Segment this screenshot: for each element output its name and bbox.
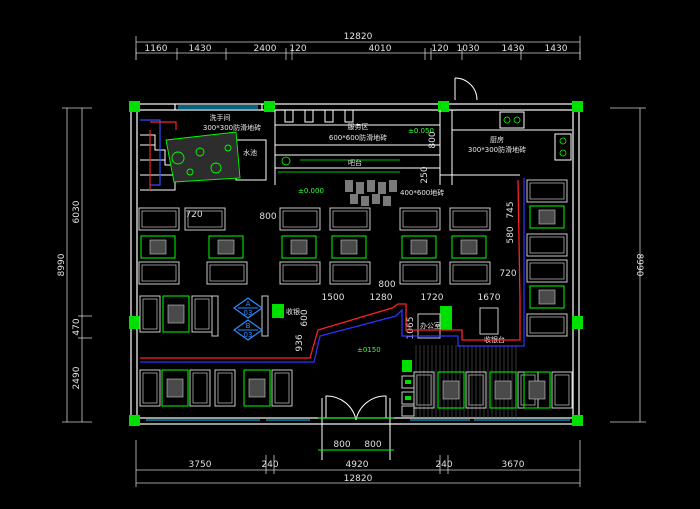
dim-interior-13: 600 bbox=[300, 309, 310, 326]
dim-bottom-1: 3750 bbox=[189, 460, 212, 470]
dim-left-total: 8990 bbox=[57, 253, 67, 276]
label-washroom: 洗手间 bbox=[210, 113, 231, 122]
zone-line-blue bbox=[140, 178, 525, 363]
water-feature bbox=[165, 131, 241, 183]
tile-pattern bbox=[345, 180, 397, 206]
dim-top-total: 12820 bbox=[344, 32, 373, 42]
register-counters bbox=[272, 304, 499, 372]
dim-interior-9: 1500 bbox=[322, 293, 345, 303]
dining-group-3 bbox=[399, 207, 491, 285]
label-bar: 吧台 bbox=[348, 158, 362, 167]
zone-outline-left-red bbox=[149, 121, 177, 190]
dim-top-7: 1030 bbox=[457, 44, 480, 54]
dining-group-2 bbox=[279, 207, 371, 285]
dim-top-2: 1430 bbox=[189, 44, 212, 54]
entrance-seats-detail bbox=[405, 380, 411, 400]
dim-top-4: 120 bbox=[289, 44, 306, 54]
service-counter bbox=[274, 109, 441, 185]
section-mark-a-top: A bbox=[246, 300, 251, 308]
section-mark-b-bottom: 03 bbox=[244, 331, 253, 339]
dim-right-total: 8990 bbox=[634, 254, 644, 277]
dim-bottom-4: 240 bbox=[435, 460, 452, 470]
dim-left-3: 2490 bbox=[72, 366, 82, 389]
dim-interior-5: 580 bbox=[506, 226, 516, 243]
dim-interior-17: 800 bbox=[364, 440, 381, 450]
dining-group-left-mid bbox=[139, 295, 213, 333]
label-kitchen: 厨房 bbox=[490, 135, 504, 144]
left-dimension bbox=[62, 107, 92, 423]
dining-group-bottom-left bbox=[139, 369, 293, 407]
dim-interior-3: 250 bbox=[420, 166, 430, 183]
dim-top-3: 2400 bbox=[254, 44, 277, 54]
top-segment-dimension bbox=[135, 48, 581, 60]
partition-mid bbox=[211, 295, 269, 337]
windows bbox=[146, 105, 570, 421]
elevation-service: ±0.050 bbox=[408, 127, 434, 135]
kitchen-room bbox=[440, 77, 572, 185]
washroom-area bbox=[140, 134, 267, 191]
dining-group-bottom-right bbox=[413, 371, 573, 409]
label-office: 办公室 bbox=[420, 321, 441, 330]
dim-top-5: 4010 bbox=[369, 44, 392, 54]
section-mark-a: A 03 bbox=[232, 297, 264, 319]
entrance-seats bbox=[401, 375, 415, 417]
dim-interior-2: 800 bbox=[259, 212, 276, 222]
section-mark-b: B 03 bbox=[232, 319, 264, 341]
dim-bottom-5: 3670 bbox=[502, 460, 525, 470]
label-water-feature: 水池 bbox=[243, 148, 257, 157]
structural-columns bbox=[129, 101, 583, 426]
dim-interior-10: 1280 bbox=[370, 293, 393, 303]
label-kitchen-floor: 300*300防滑地砖 bbox=[468, 145, 526, 154]
right-dimension bbox=[610, 107, 646, 423]
dining-group-right bbox=[526, 179, 568, 337]
dim-bottom-3: 4920 bbox=[346, 460, 369, 470]
dim-interior-11: 1720 bbox=[421, 293, 444, 303]
dim-interior-16: 800 bbox=[333, 440, 350, 450]
label-dining-floor: 400*600地砖 bbox=[400, 188, 444, 197]
dim-left-2: 470 bbox=[72, 318, 82, 335]
dim-top-9: 1430 bbox=[545, 44, 568, 54]
dim-interior-1: 720 bbox=[185, 210, 202, 220]
label-service-floor: 600*600防滑地砖 bbox=[329, 133, 387, 142]
dim-interior-8: 800 bbox=[378, 280, 395, 290]
dim-interior-7: 720 bbox=[499, 269, 516, 279]
elevation-hall: ±0.000 bbox=[298, 187, 324, 195]
dim-interior-4: 800 bbox=[428, 131, 438, 148]
label-register: 收银 bbox=[286, 307, 300, 316]
entrance-door-frame bbox=[318, 417, 394, 451]
dim-top-6: 120 bbox=[431, 44, 448, 54]
dim-interior-14: 936 bbox=[295, 334, 305, 351]
zone-outline-left bbox=[140, 119, 161, 186]
service-detail bbox=[278, 156, 400, 173]
section-mark-a-bottom: 03 bbox=[244, 309, 253, 317]
label-service-area: 服务区 bbox=[348, 122, 369, 131]
dim-top-8: 1430 bbox=[502, 44, 525, 54]
dim-interior-15: 1065 bbox=[406, 317, 416, 340]
kitchen-fixtures bbox=[503, 116, 567, 157]
elevation-lower: ±0150 bbox=[357, 346, 381, 354]
bottom-dimension bbox=[135, 440, 581, 487]
dim-top-1: 1160 bbox=[145, 44, 168, 54]
dim-bottom-2: 240 bbox=[261, 460, 278, 470]
dim-bottom-total: 12820 bbox=[344, 474, 373, 484]
dim-interior-6: 745 bbox=[506, 201, 516, 218]
zone-line-red bbox=[140, 179, 521, 359]
dim-left-1: 6030 bbox=[72, 200, 82, 223]
label-washroom-floor: 300*300防滑地砖 bbox=[203, 123, 261, 132]
dim-interior-12: 1670 bbox=[478, 293, 501, 303]
section-mark-b-top: B bbox=[246, 322, 251, 330]
